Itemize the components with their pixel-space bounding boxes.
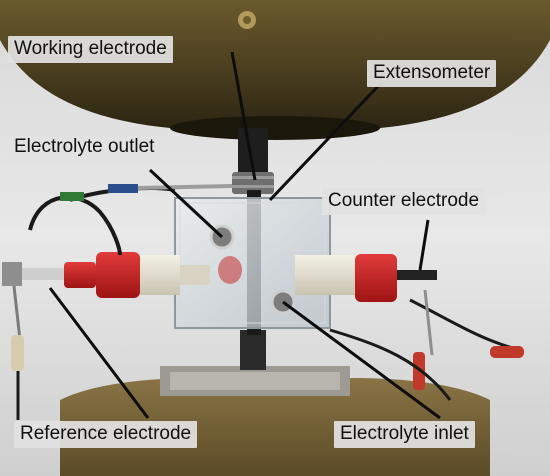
electrolyte-inlet-label: Electrolyte inlet <box>334 421 475 448</box>
working-electrode-label: Working electrode <box>8 36 173 63</box>
extensometer-label: Extensometer <box>367 60 497 87</box>
reference-electrode-label: Reference electrode <box>14 421 198 448</box>
electrolyte-outlet-label: Electrolyte outlet <box>8 134 161 161</box>
counter-electrode-label: Counter electrode <box>322 188 486 215</box>
